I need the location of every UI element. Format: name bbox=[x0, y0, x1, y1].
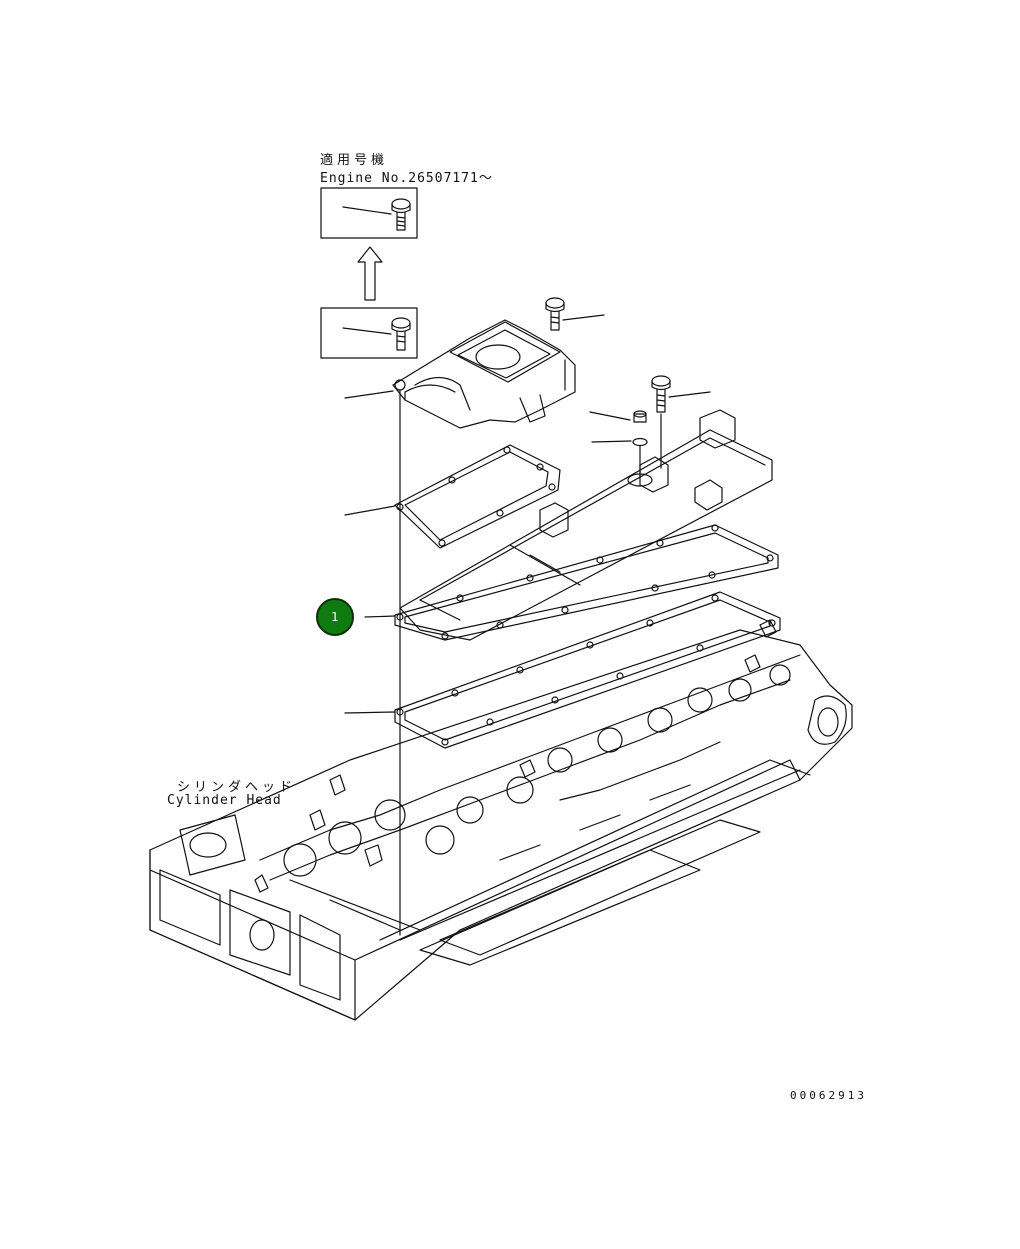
supersession-arrow bbox=[357, 246, 383, 301]
rocker-cover bbox=[399, 409, 773, 641]
cylinder-head-block bbox=[149, 619, 853, 1021]
cylinder-head-label-jp: シリンダヘッド bbox=[177, 780, 297, 795]
flange-bolt-upper bbox=[545, 297, 605, 331]
bolt-icon bbox=[391, 198, 411, 231]
callout-1[interactable]: 1 bbox=[316, 598, 354, 636]
rocker-cover-gasket bbox=[364, 524, 779, 641]
outlet-gasket bbox=[344, 444, 561, 549]
callout-number: 1 bbox=[331, 610, 339, 624]
cylinder-head-gasket bbox=[344, 591, 781, 749]
drawing-code: 00062913 bbox=[790, 1089, 867, 1102]
cylinder-head-label-en: Cylinder Head bbox=[167, 793, 282, 808]
applicability-label-en: Engine No.26507171～ bbox=[320, 171, 493, 186]
flange-bolt-cover bbox=[651, 375, 711, 469]
water-outlet-housing bbox=[344, 319, 576, 429]
plug-and-oring bbox=[589, 410, 648, 479]
applicability-bolt-box bbox=[320, 187, 418, 239]
applicability-label-jp: 適用号機 bbox=[320, 153, 389, 168]
current-bolt-box bbox=[320, 307, 418, 359]
